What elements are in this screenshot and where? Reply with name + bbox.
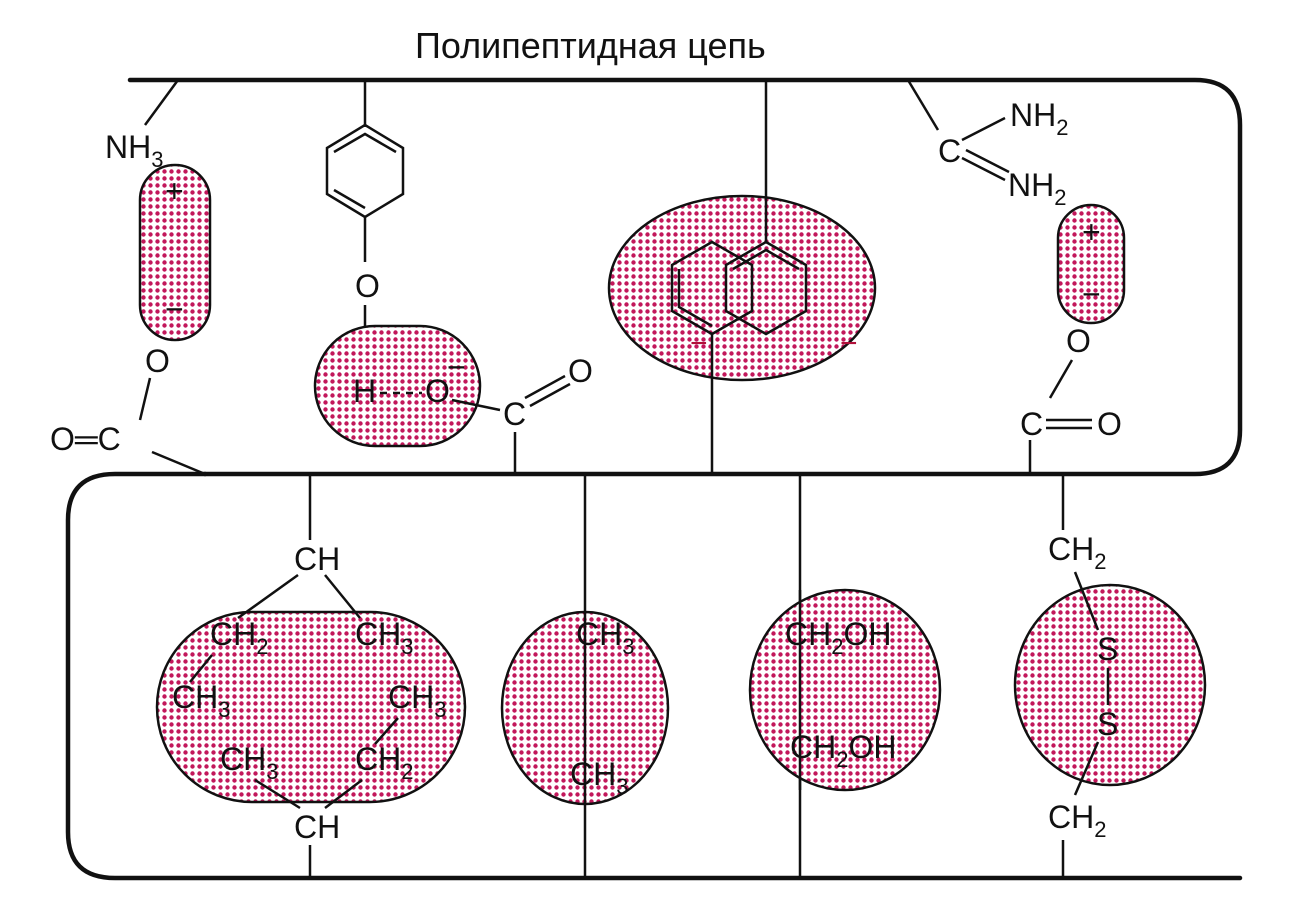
leu-ch-to-ch2 xyxy=(237,573,299,620)
hbond-hydrogen: H xyxy=(353,373,376,409)
upper-chain-backbone xyxy=(127,77,1243,477)
carbonyl-oxygen-right: O xyxy=(1097,406,1122,442)
ion-pair-right-capsule xyxy=(1056,203,1126,325)
leu-ch2-left: CH2 xyxy=(210,616,268,659)
arg-carbon: C xyxy=(938,133,961,169)
hbond-oxygen: O xyxy=(425,373,450,409)
leu-ch-bottom: CH xyxy=(294,809,340,845)
leu-ch-top: CH xyxy=(294,541,340,577)
arg-nh2-bottom: NH2 xyxy=(1008,167,1066,210)
leu-ch3-midright: CH3 xyxy=(388,679,446,722)
leu-ch2-lowright: CH2 xyxy=(355,741,413,784)
tyr-benzene-ring xyxy=(325,123,405,219)
hbond-capsule xyxy=(313,324,482,448)
cys-s-top: S xyxy=(1097,631,1118,667)
leu-ch2-to-ch3 xyxy=(189,654,213,683)
ser-ch2oh-top: CH2OH xyxy=(785,616,891,659)
minus-charge-left: − xyxy=(165,291,184,327)
aromatic-ring-left-inner xyxy=(677,269,713,328)
ser-ch2oh-bottom: CH2OH xyxy=(790,729,896,772)
acid-double-bond-2 xyxy=(529,382,571,408)
acid-o-to-c xyxy=(451,398,501,412)
nh3-bond xyxy=(143,79,180,126)
arg-nh2-top: NH2 xyxy=(1010,97,1068,140)
aromatic-stacking-blob xyxy=(607,194,877,382)
hbond-oxygen-charge: − xyxy=(447,349,466,385)
disulfide-circle-cys xyxy=(1013,583,1207,787)
arg-c-to-nh2-top xyxy=(961,116,1006,142)
hbond-circle-ser xyxy=(748,588,942,792)
arg-double-bond-2 xyxy=(965,148,1010,174)
cys-ch2-bottom: CH2 xyxy=(1048,799,1106,842)
arg-double-bond-1 xyxy=(961,156,1006,182)
aromatic-ring-right-inner xyxy=(732,248,800,271)
plus-charge-left: + xyxy=(165,173,184,209)
lower-chain-backbone xyxy=(65,471,1243,881)
hydrophobic-capsule-leu xyxy=(155,610,467,804)
plus-charge-right: + xyxy=(1082,214,1101,250)
o-c-bond-left xyxy=(138,377,152,421)
leu-ch3-to-ch-bottom xyxy=(254,778,301,810)
carboxylate-o-right: O xyxy=(1066,323,1091,359)
cys-ch2-top: CH2 xyxy=(1048,531,1106,574)
tyr-ring-inner-bonds xyxy=(333,132,397,154)
cys-s-to-ch2 xyxy=(1073,741,1100,796)
leu-ch-to-ch3 xyxy=(324,574,361,619)
leu-ch3-midleft: CH3 xyxy=(172,679,230,722)
leu-ch2-to-ch-bottom xyxy=(324,779,363,809)
aromatic-ring-right xyxy=(724,240,808,336)
diagram-title: Полипептидная цепь xyxy=(415,25,766,66)
ala-ch3-top: CH3 xyxy=(576,616,634,659)
leu-ch3-to-ch2-right xyxy=(374,717,399,745)
carboxylate-o-left: O xyxy=(145,343,170,379)
tyr-oxygen: O xyxy=(355,268,380,304)
ala-ch3-bottom: CH3 xyxy=(570,756,628,799)
acid-double-bond-1 xyxy=(524,374,566,400)
ion-pair-left-capsule xyxy=(138,163,212,342)
carboxyl-to-chain-left xyxy=(151,450,206,476)
carbonyl-carbon-right: C xyxy=(1020,406,1043,442)
nh3-group: NH3 xyxy=(105,129,163,172)
tyr-ring-inner-bond-bottom xyxy=(333,188,366,210)
leu-ch3-right: CH3 xyxy=(355,616,413,659)
cys-s-bottom: S xyxy=(1097,706,1118,742)
minus-charge-right: − xyxy=(1082,276,1101,312)
o-c-bond-right xyxy=(1048,359,1074,399)
cys-ch2-to-s xyxy=(1073,571,1100,631)
leu-ch3-lowleft: CH3 xyxy=(220,741,278,784)
aromatic-minus-left: − xyxy=(690,327,708,360)
aromatic-minus-right: − xyxy=(840,327,858,360)
acid-carbon: C xyxy=(503,396,526,432)
arg-stem xyxy=(906,79,940,131)
carbonyl-left: O═C xyxy=(50,421,121,457)
acid-carbonyl-oxygen: O xyxy=(568,353,593,389)
